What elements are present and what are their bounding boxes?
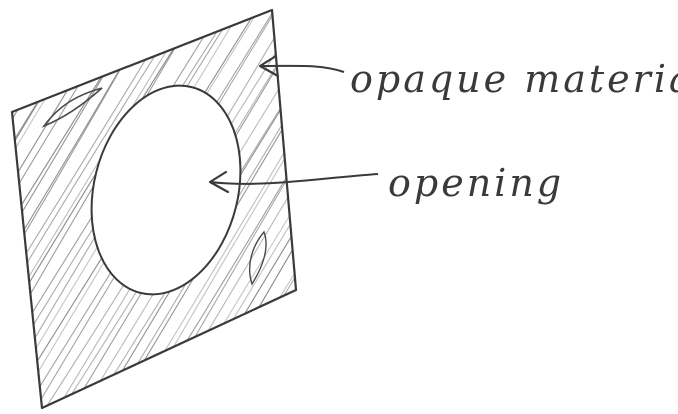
hatch-stroke	[0, 0, 20, 414]
label-opaque-material: opaque material	[350, 57, 678, 101]
hatch-stroke	[0, 0, 58, 414]
label-opening: opening	[388, 161, 564, 205]
hatch-stroke	[0, 0, 9, 414]
hatch-stroke	[0, 0, 55, 414]
hatch-stroke	[0, 0, 57, 414]
hatch-stroke	[0, 0, 70, 414]
hatch-stroke	[0, 0, 36, 414]
hatch-stroke	[0, 0, 93, 414]
hatch-stroke	[0, 0, 7, 414]
